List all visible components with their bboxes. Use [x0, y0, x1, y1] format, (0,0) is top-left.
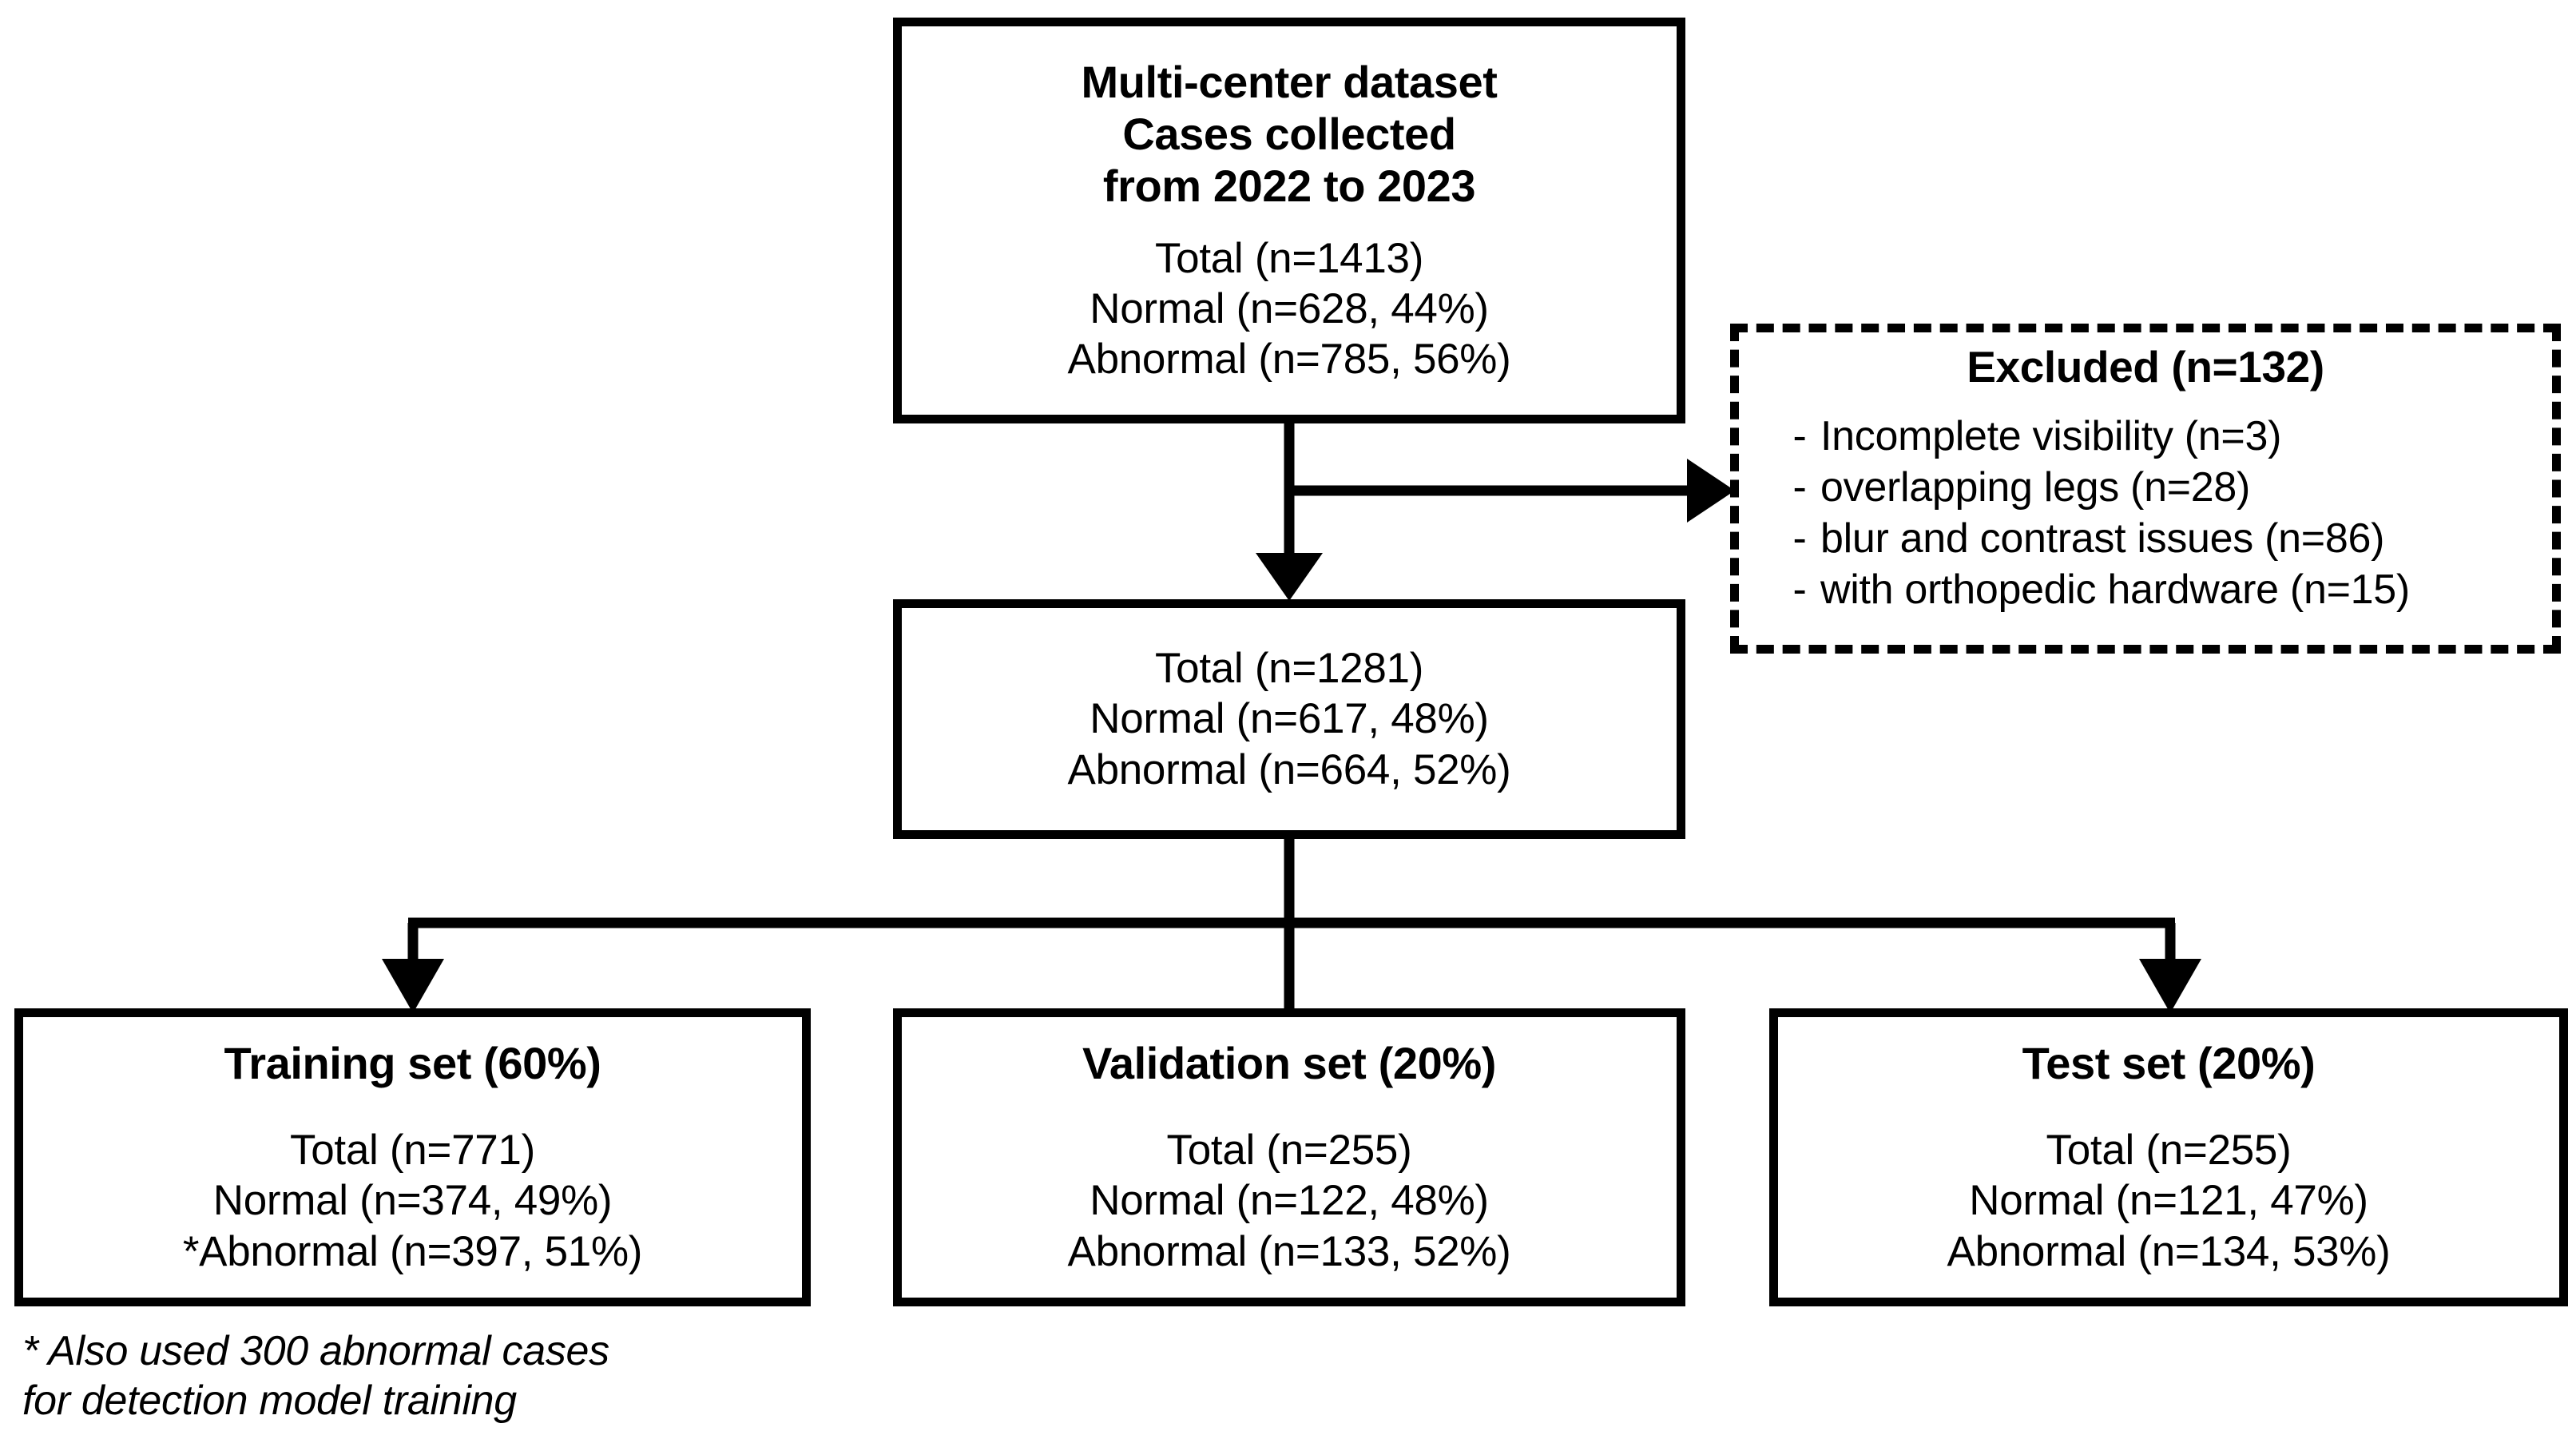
validation-set-title: Validation set (20%): [1082, 1038, 1496, 1089]
excluded-reason-label: Incomplete visibility (n=3): [1820, 412, 2282, 459]
excluded-reason-item: - with orthopedic hardware (n=15): [1779, 564, 2410, 615]
source-total: Total (n=1413): [1154, 234, 1424, 282]
included-dataset-stats: Total (n=1281) Normal (n=617, 48%) Abnor…: [1068, 643, 1511, 794]
validation-set-stats: Total (n=255) Normal (n=122, 48%) Abnorm…: [1068, 1125, 1511, 1276]
source-normal: Normal (n=628, 44%): [1090, 284, 1489, 332]
excluded-title: Excluded (n=132): [1967, 342, 2324, 392]
training-set-title: Training set (60%): [224, 1038, 601, 1089]
arrowhead-excluded: [1687, 459, 1735, 523]
training-abnormal: *Abnormal (n=397, 51%): [182, 1227, 643, 1275]
included-total: Total (n=1281): [1154, 645, 1424, 693]
footnote-line-1: * Also used 300 abnormal cases: [22, 1328, 609, 1374]
validation-total: Total (n=255): [1166, 1127, 1412, 1175]
excluded-reason-item: - overlapping legs (n=28): [1779, 462, 2410, 513]
excluded-reason-label: overlapping legs (n=28): [1820, 464, 2251, 511]
training-total: Total (n=771): [290, 1127, 535, 1175]
included-normal: Normal (n=617, 48%): [1090, 695, 1489, 743]
node-included-dataset: Total (n=1281) Normal (n=617, 48%) Abnor…: [893, 599, 1685, 839]
arrowhead-included: [1256, 553, 1323, 601]
excluded-reason-label: blur and contrast issues (n=86): [1820, 515, 2385, 563]
node-validation-set: Validation set (20%) Total (n=255) Norma…: [893, 1008, 1685, 1306]
node-test-set: Test set (20%) Total (n=255) Normal (n=1…: [1769, 1008, 2568, 1306]
test-total: Total (n=255): [2046, 1127, 2292, 1175]
footnote: * Also used 300 abnormal cases for detec…: [22, 1326, 821, 1426]
training-set-stats: Total (n=771) Normal (n=374, 49%) *Abnor…: [182, 1125, 643, 1276]
arrowhead-test: [2139, 959, 2201, 1013]
bullet-dash-icon: -: [1792, 464, 1807, 511]
node-source-dataset: Multi-center dataset Cases collected fro…: [893, 18, 1685, 423]
validation-normal: Normal (n=122, 48%): [1090, 1177, 1489, 1225]
excluded-reason-item: - blur and contrast issues (n=86): [1779, 513, 2410, 564]
footnote-line-2: for detection model training: [22, 1377, 517, 1425]
excluded-reason-item: - Incomplete visibility (n=3): [1779, 411, 2410, 462]
test-normal: Normal (n=121, 47%): [1969, 1177, 2368, 1225]
arrowhead-training: [382, 959, 444, 1013]
test-abnormal: Abnormal (n=134, 53%): [1947, 1227, 2391, 1275]
node-excluded: Excluded (n=132) - Incomplete visibility…: [1730, 324, 2561, 654]
excluded-reason-list: - Incomplete visibility (n=3) - overlapp…: [1739, 411, 2410, 616]
source-dataset-title: Multi-center dataset Cases collected fro…: [1081, 56, 1498, 211]
excluded-reason-label: with orthopedic hardware (n=15): [1820, 566, 2410, 614]
training-normal: Normal (n=374, 49%): [212, 1177, 613, 1225]
test-set-title: Test set (20%): [2022, 1038, 2316, 1089]
test-set-stats: Total (n=255) Normal (n=121, 47%) Abnorm…: [1947, 1125, 2391, 1276]
bullet-dash-icon: -: [1792, 566, 1807, 614]
bullet-dash-icon: -: [1792, 515, 1807, 563]
included-abnormal: Abnormal (n=664, 52%): [1067, 745, 1511, 793]
node-training-set: Training set (60%) Total (n=771) Normal …: [14, 1008, 811, 1306]
validation-abnormal: Abnormal (n=133, 52%): [1067, 1227, 1511, 1275]
source-dataset-stats: Total (n=1413) Normal (n=628, 44%) Abnor…: [1068, 233, 1511, 384]
source-abnormal: Abnormal (n=785, 56%): [1067, 335, 1511, 383]
bullet-dash-icon: -: [1792, 412, 1807, 459]
